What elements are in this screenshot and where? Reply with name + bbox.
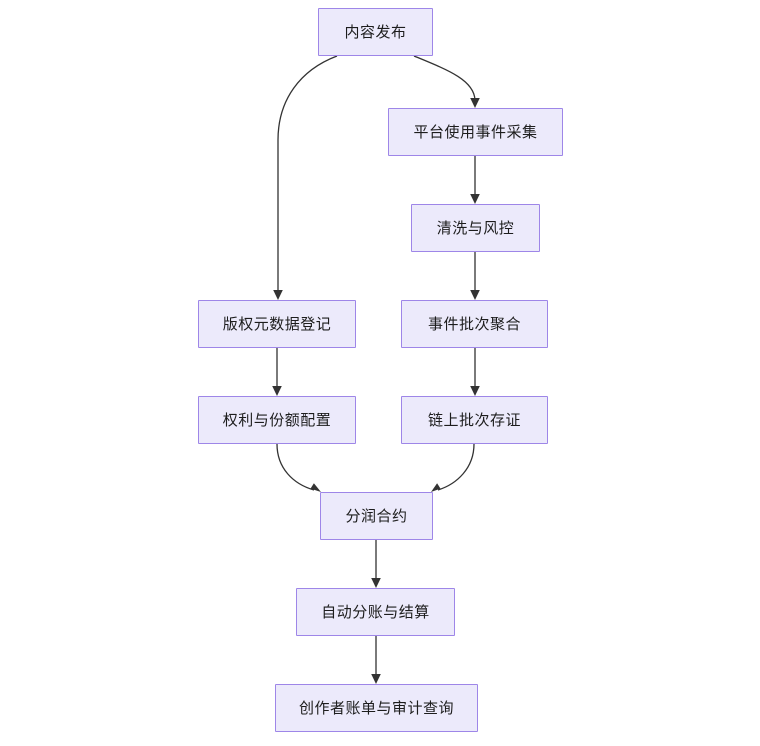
edge-content-to-event-collect bbox=[413, 55, 480, 108]
edge-onchain-to-revenue-contract bbox=[431, 443, 475, 492]
edge-revenue-contract-to-settlement bbox=[371, 540, 381, 588]
edge-settlement-to-creator-bill bbox=[371, 636, 381, 684]
node-cleaning-and-risk-control[interactable]: 清洗与风控 bbox=[411, 204, 540, 252]
node-label: 清洗与风控 bbox=[436, 218, 515, 237]
node-label: 事件批次聚合 bbox=[427, 314, 521, 333]
node-platform-usage-event-collection[interactable]: 平台使用事件采集 bbox=[388, 108, 563, 156]
node-label: 版权元数据登记 bbox=[222, 314, 332, 333]
node-content-publish[interactable]: 内容发布 bbox=[318, 8, 433, 56]
node-label: 平台使用事件采集 bbox=[413, 122, 538, 141]
edge-rights-share-to-revenue-contract bbox=[276, 443, 321, 492]
node-label: 自动分账与结算 bbox=[321, 602, 430, 621]
node-rights-and-share-configuration[interactable]: 权利与份额配置 bbox=[198, 396, 356, 444]
node-label: 权利与份额配置 bbox=[222, 410, 332, 429]
node-automatic-split-and-settlement[interactable]: 自动分账与结算 bbox=[296, 588, 455, 636]
node-event-batch-aggregation[interactable]: 事件批次聚合 bbox=[401, 300, 548, 348]
edge-event-collect-to-clean bbox=[470, 156, 480, 204]
node-label: 分润合约 bbox=[345, 506, 408, 525]
node-label: 创作者账单与审计查询 bbox=[298, 698, 454, 717]
node-onchain-batch-attestation[interactable]: 链上批次存证 bbox=[401, 396, 548, 444]
node-copyright-metadata-registration[interactable]: 版权元数据登记 bbox=[198, 300, 356, 348]
node-label: 链上批次存证 bbox=[427, 410, 521, 429]
node-label: 内容发布 bbox=[344, 22, 407, 41]
node-revenue-sharing-contract[interactable]: 分润合约 bbox=[320, 492, 433, 540]
edge-content-to-copyright bbox=[273, 55, 338, 300]
node-creator-bill-and-audit-query[interactable]: 创作者账单与审计查询 bbox=[275, 684, 478, 732]
edge-copyright-to-rights-share bbox=[272, 348, 282, 396]
edge-clean-to-batch-aggregate bbox=[470, 252, 480, 300]
edge-batch-aggregate-to-onchain bbox=[470, 348, 480, 396]
